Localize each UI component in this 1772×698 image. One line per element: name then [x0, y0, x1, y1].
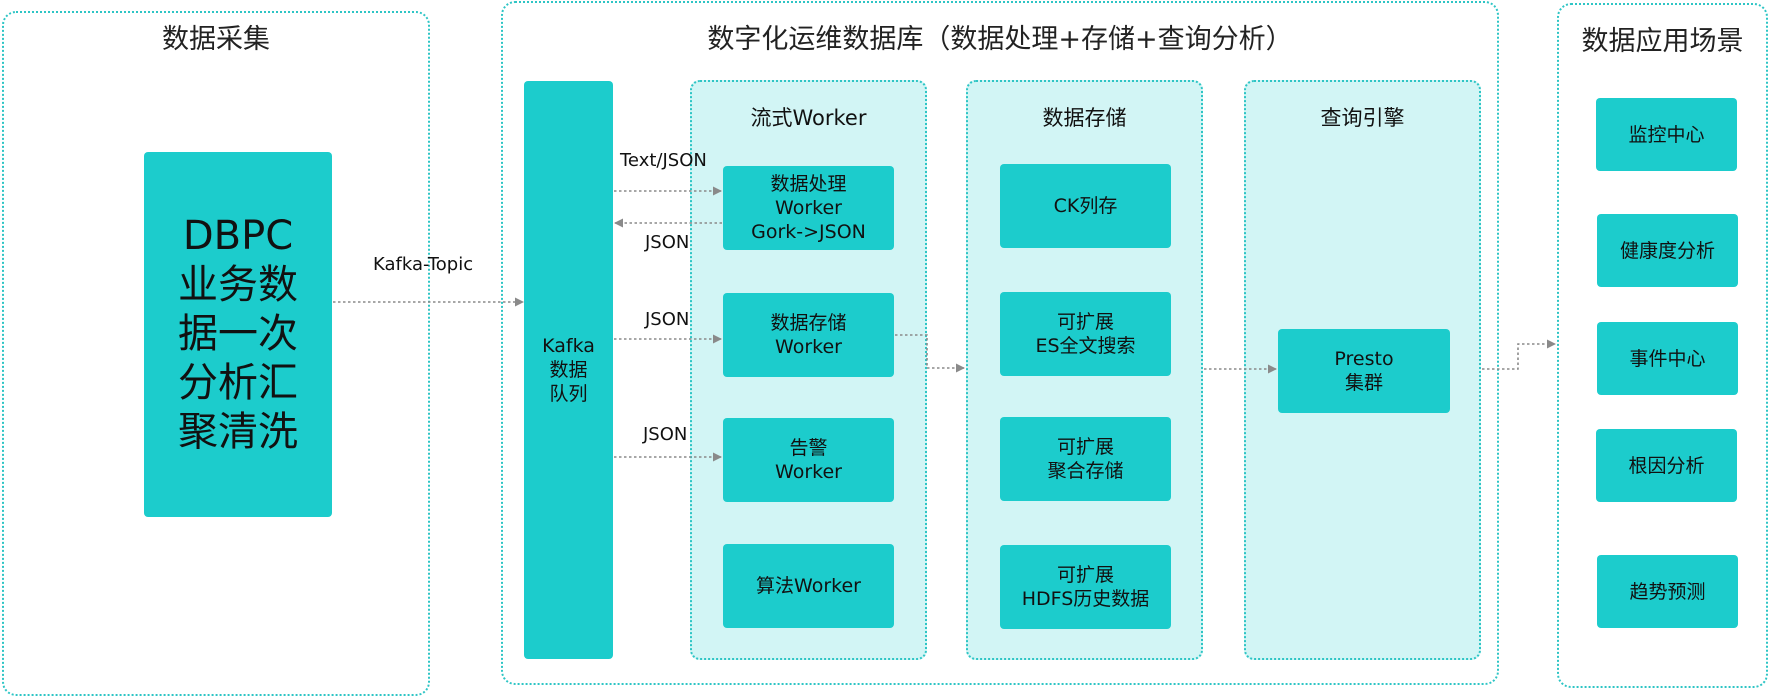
storage-es-node: 可扩展 ES全文搜索 — [1000, 292, 1171, 376]
section-title-data-applications: 数据应用场景 — [1581, 26, 1744, 57]
worker-alert-node: 告警 Worker — [723, 418, 894, 502]
app-trend-prediction: 趋势预测 — [1597, 555, 1738, 628]
section-data-applications: 数据应用场景 — [1557, 3, 1768, 688]
app-root-cause-analysis: 根因分析 — [1596, 429, 1737, 502]
section-ops-database: 数字化运维数据库（数据处理+存储+查询分析） — [501, 1, 1499, 685]
section-data-collection: 数据采集 — [2, 11, 430, 696]
app-monitoring-center: 监控中心 — [1596, 98, 1737, 171]
storage-ck-node: CK列存 — [1000, 164, 1171, 248]
edge-label-text-json: Text/JSON — [620, 150, 707, 171]
section-title-ops-database: 数字化运维数据库（数据处理+存储+查询分析） — [707, 24, 1293, 55]
storage-hdfs-node: 可扩展 HDFS历史数据 — [1000, 545, 1171, 629]
group-title-stream-worker: 流式Worker — [750, 106, 867, 130]
edge-label-json-alert: JSON — [643, 424, 688, 445]
worker-processing-node: 数据处理 Worker Gork->JSON — [723, 166, 894, 250]
worker-storage-node: 数据存储 Worker — [723, 293, 894, 377]
storage-aggregate-node: 可扩展 聚合存储 — [1000, 417, 1171, 501]
presto-cluster-node: Presto 集群 — [1278, 329, 1450, 413]
worker-algorithm-node: 算法Worker — [723, 544, 894, 628]
edge-label-json-back: JSON — [645, 232, 690, 253]
edge-label-kafka-topic: Kafka-Topic — [373, 254, 474, 275]
group-title-data-storage: 数据存储 — [1042, 106, 1127, 130]
app-health-analysis: 健康度分析 — [1597, 214, 1738, 287]
arrow-workers-to-storage — [895, 334, 965, 373]
group-title-query-engine: 查询引擎 — [1320, 106, 1405, 130]
section-title-data-collection: 数据采集 — [162, 24, 270, 55]
kafka-queue-node: Kafka 数据 队列 — [524, 81, 613, 659]
edge-label-json-storage: JSON — [645, 309, 690, 330]
dbpc-source-node: DBPC 业务数 据一次 分析汇 聚清洗 — [144, 152, 332, 517]
arrow-presto-to-apps — [1482, 339, 1556, 370]
app-event-center: 事件中心 — [1597, 322, 1738, 395]
